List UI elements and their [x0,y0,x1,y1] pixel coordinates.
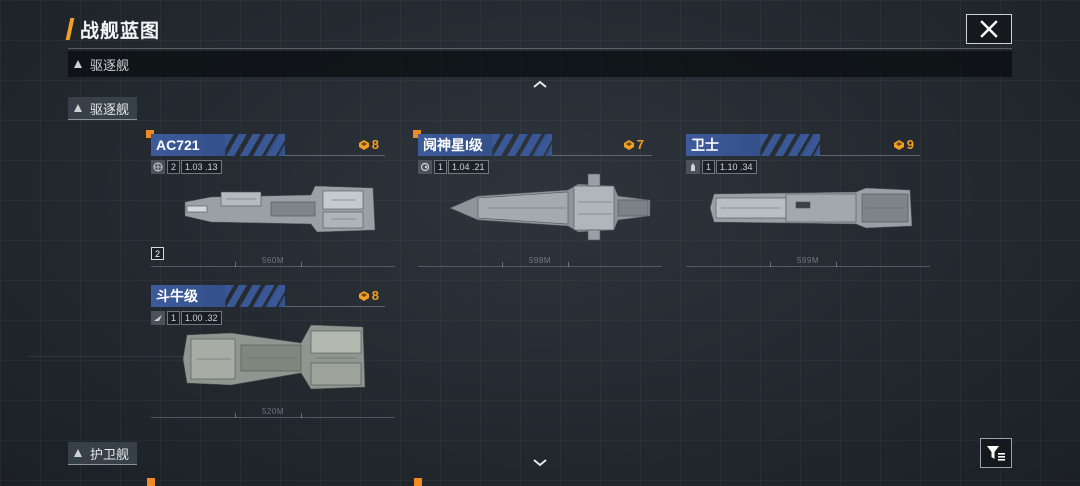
category-label: 驱逐舰 [90,57,130,73]
section-triangle-icon [74,449,82,457]
name-tag-stripes [760,134,820,156]
ship-meta: 1 1.00 .32 [151,311,222,325]
cost-value: 8 [371,288,379,303]
filter-icon [987,446,1005,461]
owned-count-badge: 2 [151,247,164,260]
filter-button[interactable] [980,438,1012,468]
ship-card-ac721[interactable]: AC721 8 2 1.03 .13 2 560M [146,130,395,274]
ship-tier: 1 [434,160,448,174]
cost-value: 8 [371,137,379,152]
name-underline [285,306,385,307]
ship-name: 卫士 [691,137,719,153]
ship-guardian-image [709,187,913,229]
coin-icon [358,290,369,301]
category-header[interactable]: 驱逐舰 [68,51,1012,77]
ship-card-guardian[interactable]: 卫士 9 1 1.10 .34 599M [686,134,930,274]
chevron-up-icon[interactable] [532,79,548,89]
ship-meta: 1 1.10 .34 [686,160,757,174]
new-marker [146,130,154,138]
length-tick [836,262,837,267]
ship-ac721-image [184,185,376,233]
ship-card-taurus[interactable]: 斗牛级 8 1 1.00 .32 520M [151,285,395,425]
ship-version: 1.00 .32 [181,311,222,325]
length-tick [502,262,503,267]
ship-meta: 2 1.03 .13 [151,160,222,174]
ship-name: AC721 [156,137,200,153]
ship-cost: 8 [358,137,379,152]
length-value: 598M [528,256,551,265]
length-value: 599M [796,256,819,265]
ship-name-tag: AC721 [151,134,285,156]
cost-value: 7 [636,137,644,152]
ship-card-eris[interactable]: 阋神星I级 7 1 1.04 .21 598M [413,130,662,274]
ship-length: 598M [418,254,662,268]
ship-version: 1.03 .13 [181,160,222,174]
length-line [151,266,395,267]
name-underline [285,155,385,156]
coin-icon [893,139,904,150]
cost-value: 9 [906,137,914,152]
length-value: 560M [261,256,284,265]
section-triangle-icon [74,104,82,112]
new-marker [414,478,422,486]
ship-meta: 1 1.04 .21 [418,160,489,174]
ship-name-tag: 卫士 [686,134,820,156]
coin-icon [623,139,634,150]
length-tick [568,262,569,267]
name-tag-stripes [492,134,552,156]
ship-tier: 2 [167,160,181,174]
length-tick [235,413,236,418]
ship-length: 560M [151,254,395,268]
coin-icon [358,139,369,150]
ship-cost: 9 [893,137,914,152]
length-tick [301,262,302,267]
wing-icon [151,311,165,325]
length-tick [770,262,771,267]
ship-name-tag: 阋神星I级 [418,134,552,156]
length-line [151,417,395,418]
section-label: 护卫舰 [90,446,130,462]
page-header: 战舰蓝图 [65,14,161,44]
ship-length: 599M [686,254,930,268]
ship-name: 斗牛级 [156,288,198,304]
collapse-triangle-icon [74,60,82,68]
page-title: 战舰蓝图 [80,20,161,42]
section-tag-destroyer[interactable]: 驱逐舰 [68,97,138,120]
name-tag-stripes [225,285,285,307]
ship-eris-image [449,173,651,241]
length-tick [235,262,236,267]
close-icon [980,20,998,38]
name-tag-stripes [225,134,285,156]
chevron-down-icon[interactable] [532,458,548,468]
name-underline [820,155,920,156]
section-label: 驱逐舰 [90,101,130,117]
close-button[interactable] [966,14,1012,44]
ship-cost: 7 [623,137,644,152]
header-divider [68,48,1012,49]
ship-name-tag: 斗牛级 [151,285,285,307]
globe-icon [151,160,165,174]
new-marker [413,130,421,138]
length-line [686,266,930,267]
length-line [418,266,662,267]
blueprint-watermark [28,356,218,397]
ship-cost: 8 [358,288,379,303]
name-underline [552,155,652,156]
length-value: 520M [261,407,284,416]
ship-tier: 1 [167,311,181,325]
ship-version: 1.04 .21 [448,160,489,174]
swirl-icon [418,160,432,174]
new-marker [147,478,155,486]
section-tag-frigate[interactable]: 护卫舰 [68,442,138,465]
length-tick [301,413,302,418]
ship-name: 阋神星I级 [423,137,483,153]
ship-length: 520M [151,405,395,419]
title-accent-bar [65,18,75,40]
ship-tier: 1 [702,160,716,174]
ship-taurus-image [182,324,366,390]
tower-icon [686,160,700,174]
ship-version: 1.10 .34 [716,160,757,174]
